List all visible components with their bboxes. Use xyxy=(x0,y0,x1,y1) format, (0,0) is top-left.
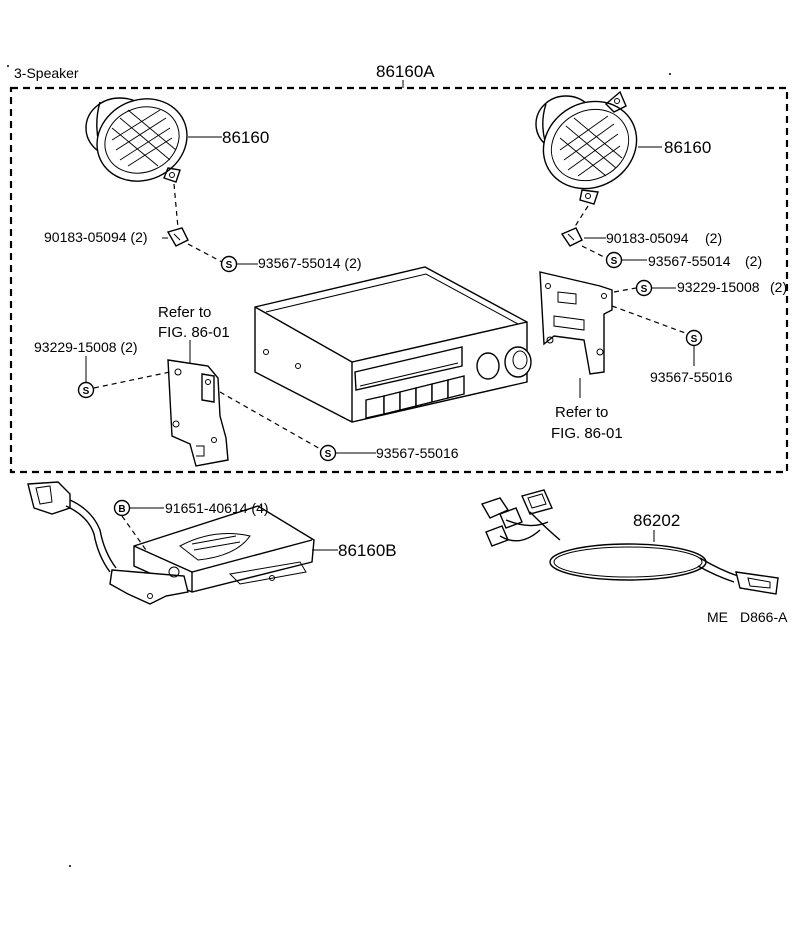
svg-text:S: S xyxy=(641,284,648,295)
right-speaker-washer-qty: (2) xyxy=(745,253,762,269)
amplifier-unit[interactable] xyxy=(27,481,315,605)
right-bracket-refer-line2: FIG. 86-01 xyxy=(551,425,623,442)
right-bracket-washer-icon: S xyxy=(635,279,653,297)
left-speaker[interactable] xyxy=(83,84,200,195)
left-bracket-washer-icon: S xyxy=(77,381,95,399)
left-washer-dashline xyxy=(187,243,223,263)
right-mounting-bracket[interactable] xyxy=(539,271,613,375)
left-speaker-washer-part-number: 93567-55014 (2) xyxy=(258,255,362,271)
svg-text:S: S xyxy=(226,260,233,271)
left-speaker-part-number: 86160 xyxy=(222,128,269,147)
assembly-part-number: 86160A xyxy=(376,62,435,81)
diagram-code: D866-A xyxy=(740,609,788,625)
left-speaker-screw-part-number: 90183-05094 (2) xyxy=(44,229,148,245)
right-bracket-washer-dashline xyxy=(613,287,637,293)
right-speaker-screw-qty: (2) xyxy=(705,230,722,246)
svg-text:B: B xyxy=(118,504,125,515)
left-bracket-refer-line2: FIG. 86-01 xyxy=(158,324,230,341)
left-bracket-screw-icon: S xyxy=(319,444,337,462)
amplifier-bolt-icon: B xyxy=(113,499,131,517)
assembly-border xyxy=(9,86,789,474)
right-bracket-refer-line1: Refer to xyxy=(555,404,608,421)
svg-text:S: S xyxy=(691,334,698,345)
radio-tuning-knob[interactable] xyxy=(476,346,532,380)
left-bracket-screw-dashline xyxy=(219,391,323,451)
radio-head-unit[interactable] xyxy=(254,266,532,423)
speck xyxy=(7,65,9,67)
right-washer-dashline xyxy=(581,245,607,259)
radio-preset-buttons[interactable] xyxy=(365,375,465,419)
right-bracket-screw-dashline xyxy=(611,305,689,335)
diagram-code-prefix: ME xyxy=(707,609,728,625)
right-bracket-washer-qty: (2) xyxy=(770,279,787,295)
left-bracket-screw-part-number: 93567-55016 xyxy=(376,445,459,461)
wire-harness-part-number: 86202 xyxy=(633,511,680,530)
wire-harness[interactable] xyxy=(480,489,779,595)
right-speaker-screw[interactable] xyxy=(560,227,583,247)
right-speaker-screw-part-number: 90183-05094 xyxy=(606,230,689,246)
svg-text:S: S xyxy=(83,386,90,397)
section-label: 3-Speaker xyxy=(14,65,79,81)
left-speaker-screw-dashline xyxy=(173,183,179,229)
speck xyxy=(69,865,71,867)
left-bracket-washer-dashline xyxy=(93,371,171,389)
right-bracket-washer-part-number: 93229-15008 xyxy=(677,279,760,295)
amplifier-part-number: 86160B xyxy=(338,541,397,560)
right-speaker-washer-part-number: 93567-55014 xyxy=(648,253,731,269)
left-bracket-washer-part-number: 93229-15008 (2) xyxy=(34,339,138,355)
left-speaker-washer-icon: S xyxy=(220,255,238,273)
right-speaker[interactable] xyxy=(527,85,652,206)
right-speaker-washer-icon: S xyxy=(605,251,623,269)
right-bracket-screw-part-number: 93567-55016 xyxy=(650,369,733,385)
svg-text:S: S xyxy=(611,256,618,267)
left-speaker-screw[interactable] xyxy=(166,227,189,247)
right-speaker-screw-dashline xyxy=(573,205,589,229)
right-bracket-screw-icon: S xyxy=(685,329,703,347)
left-bracket-refer-line1: Refer to xyxy=(158,304,211,321)
speck xyxy=(669,73,671,75)
right-speaker-part-number: 86160 xyxy=(664,138,711,157)
amplifier-bolt-dashline xyxy=(121,515,147,551)
left-mounting-bracket[interactable] xyxy=(167,359,229,467)
amplifier-bolt-part-number: 91651-40614 (4) xyxy=(165,500,269,516)
svg-text:S: S xyxy=(325,449,332,460)
